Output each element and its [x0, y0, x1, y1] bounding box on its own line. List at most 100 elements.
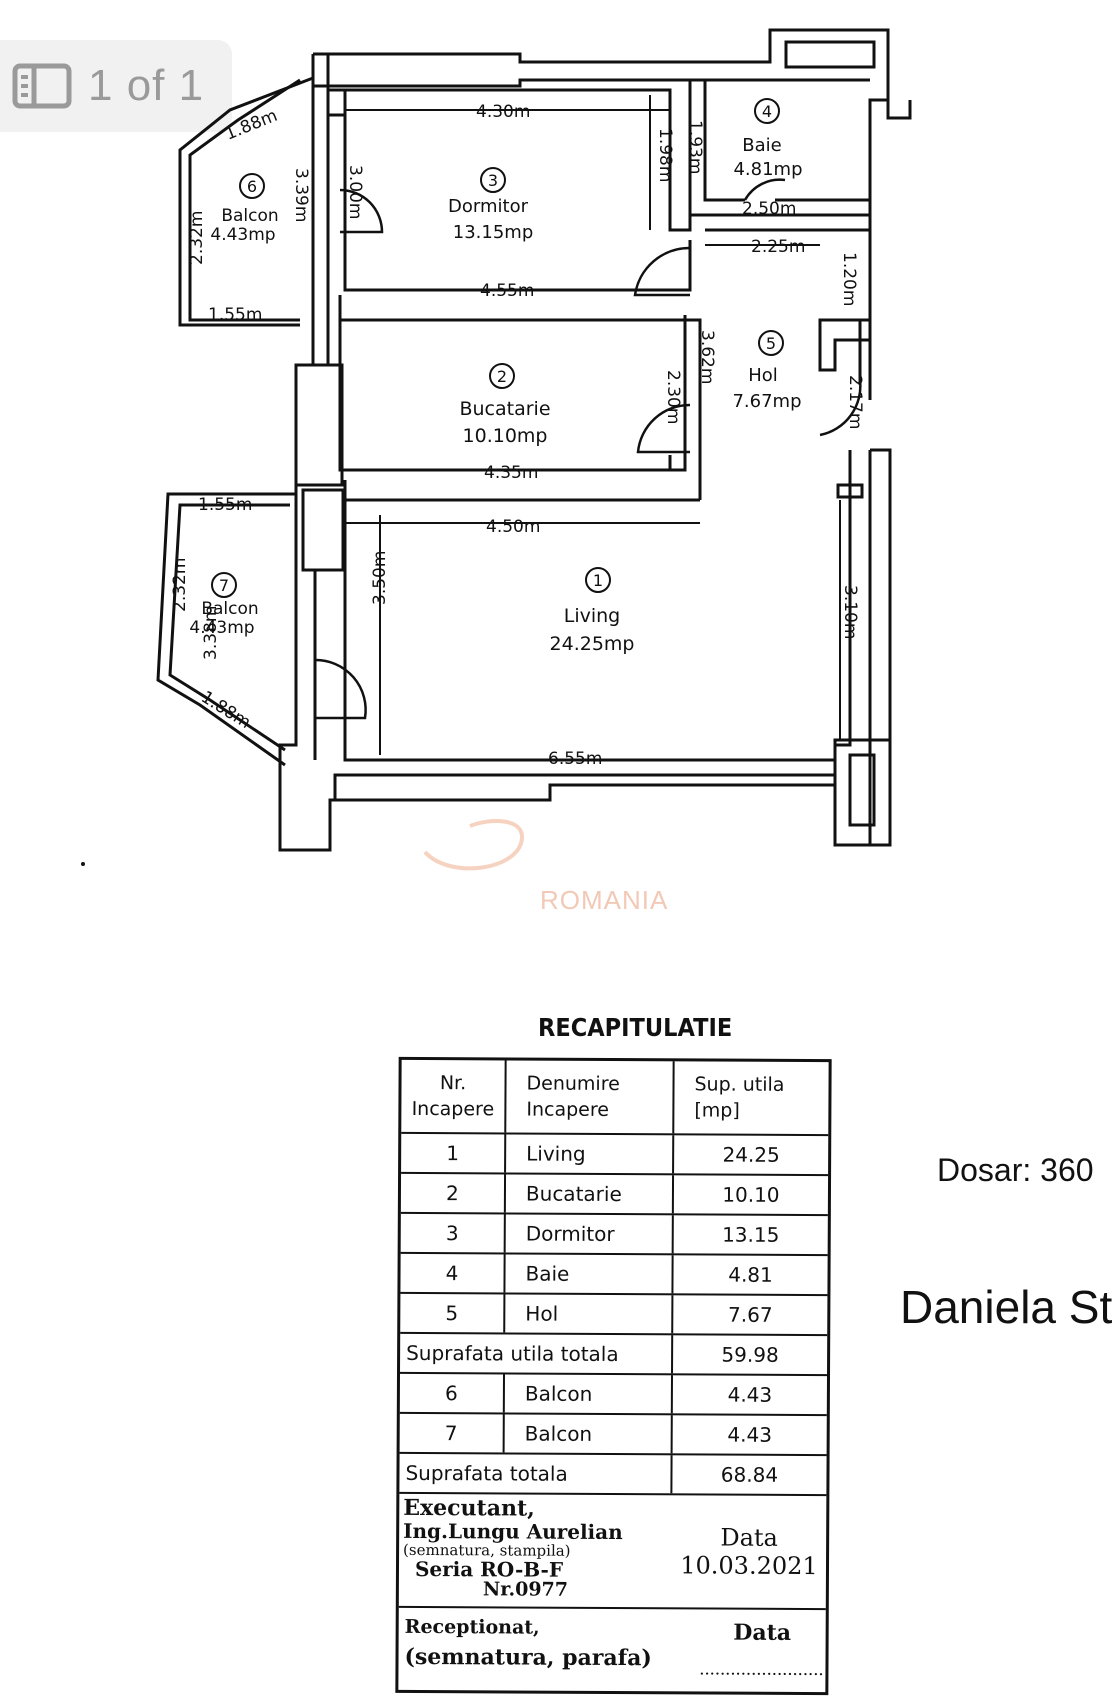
svg-text:4.81mp: 4.81mp — [733, 159, 802, 180]
svg-text:Baie: Baie — [742, 135, 781, 156]
cell-name: Living — [506, 1134, 675, 1174]
receptionat-label: Receptionat, — [404, 1615, 540, 1639]
svg-text:13.15mp: 13.15mp — [453, 222, 534, 243]
room-balcon-7: 7 Balcon 4.43mp — [189, 572, 259, 638]
cell-nr: 4 — [400, 1253, 506, 1293]
executant-number: Nr.0977 — [482, 1578, 569, 1601]
cell-area: 13.15 — [722, 1222, 780, 1247]
cell-name: Hol — [505, 1294, 674, 1334]
dim-label: 4.35m — [484, 463, 538, 483]
dim-label: 1.93m — [685, 120, 705, 174]
room-living: 1 Living 24.25mp — [550, 567, 635, 655]
svg-text:Bucatarie: Bucatarie — [459, 398, 550, 420]
svg-text:10.10mp: 10.10mp — [463, 425, 548, 447]
receptionat-date-label: Data — [733, 1619, 792, 1646]
cell-nr: 7 — [399, 1413, 505, 1453]
dim-label: 2.32m — [170, 558, 190, 612]
cell-name: Dormitor — [505, 1214, 674, 1254]
executant-date: Data 10.03.2021 — [672, 1495, 827, 1608]
svg-text:Hol: Hol — [748, 365, 778, 386]
cell-area: 7.67 — [727, 1302, 773, 1327]
floor-plan: 1 Living 24.25mp 2 Bucatarie 10.10mp 3 D… — [81, 28, 912, 871]
cell-area: 4.43 — [727, 1382, 773, 1407]
dim-label: 1.20m — [839, 252, 859, 306]
doors — [314, 178, 862, 720]
room-baie: 4 Baie 4.81mp — [733, 98, 803, 180]
watermark-text: ROMANIA — [540, 885, 669, 915]
dim-label: 6.55m — [548, 749, 602, 769]
dim-label: 3.50m — [370, 551, 390, 605]
svg-text:4: 4 — [762, 102, 772, 121]
executant-info: Executant, Ing.Lungu Aurelian (semnatura… — [399, 1494, 673, 1607]
executant-block: Executant, Ing.Lungu Aurelian (semnatura… — [398, 1493, 827, 1611]
svg-text:4.43mp: 4.43mp — [189, 618, 254, 638]
gallery-icon — [12, 63, 72, 109]
svg-text:1: 1 — [593, 571, 603, 590]
dim-label: 3.10m — [840, 585, 860, 639]
grand-total-label: Suprafata totala — [399, 1453, 673, 1494]
header-area: Sup. utila [mp] — [694, 1073, 785, 1122]
receptionat-info: Receptionat, (semnatura, parafa) — [398, 1608, 698, 1692]
dim-label: 4.55m — [480, 281, 534, 301]
cell-area: 24.25 — [722, 1142, 780, 1167]
room-balcon-6: 6 Balcon 4.43mp — [210, 173, 279, 245]
cell-nr: 1 — [401, 1133, 507, 1173]
svg-text:2: 2 — [497, 367, 507, 386]
svg-text:Dormitor: Dormitor — [448, 196, 529, 217]
watermark-logo — [423, 819, 525, 871]
cell-name: Balcon — [504, 1374, 674, 1414]
dim-label: 1.55m — [198, 495, 252, 515]
cell-name: Bucatarie — [505, 1174, 675, 1214]
receptionat-block: Receptionat, (semnatura, parafa) Data ..… — [398, 1608, 825, 1692]
room-dormitor: 3 Dormitor 13.15mp — [448, 167, 534, 243]
dim-label: 4.50m — [486, 517, 540, 537]
header-nr: Nr. Incapere — [401, 1059, 507, 1133]
dim-label: 2.17m — [845, 375, 865, 429]
speck — [81, 862, 85, 866]
dim-label: 3.62m — [697, 330, 717, 384]
table-header-row: Nr. Incapere Denumire Incapere Sup. util… — [401, 1059, 829, 1137]
dim-label: 1.55m — [208, 305, 262, 325]
cell-area: 10.10 — [722, 1182, 780, 1207]
grand-total-value: 68.84 — [720, 1462, 779, 1487]
page-counter-badge[interactable]: 1 of 1 — [0, 40, 232, 132]
recap-table: Nr. Incapere Denumire Incapere Sup. util… — [395, 1056, 832, 1696]
svg-text:24.25mp: 24.25mp — [550, 633, 635, 655]
dim-label: 1.98m — [655, 128, 675, 182]
cell-name: Balcon — [504, 1414, 673, 1454]
cell-area: 4.81 — [728, 1262, 773, 1287]
dim-label: 3.00m — [345, 165, 365, 219]
dim-label: 2.32m — [187, 211, 207, 265]
cell-nr: 3 — [400, 1213, 506, 1253]
room-hol: 5 Hol 7.67mp — [732, 330, 802, 412]
cell-area: 4.43 — [727, 1422, 773, 1447]
svg-text:4.43mp: 4.43mp — [210, 225, 275, 245]
cell-nr: 6 — [399, 1373, 506, 1413]
receptionat-date: Data ........................ — [698, 1609, 825, 1692]
dim-label: 3.39m — [291, 168, 311, 222]
cell-name: Baie — [505, 1254, 674, 1294]
grand-total-row: Suprafata totala 68.84 — [399, 1453, 827, 1497]
receptionat-date-dots: ........................ — [699, 1663, 825, 1679]
dim-label: 4.30m — [476, 102, 530, 122]
svg-text:7.67mp: 7.67mp — [732, 391, 801, 412]
useful-total-label: Suprafata utila totala — [400, 1333, 674, 1374]
cell-nr: 2 — [400, 1173, 507, 1213]
dosar-number: Dosar: 360 — [937, 1152, 1094, 1188]
svg-text:5: 5 — [766, 334, 776, 353]
svg-text:3: 3 — [488, 171, 498, 190]
header-name: Denumire Incapere — [506, 1060, 675, 1134]
walls — [156, 28, 912, 852]
dim-label: 2.50m — [742, 199, 796, 219]
svg-text:Balcon: Balcon — [201, 599, 258, 619]
owner-name: Daniela St — [900, 1281, 1113, 1333]
